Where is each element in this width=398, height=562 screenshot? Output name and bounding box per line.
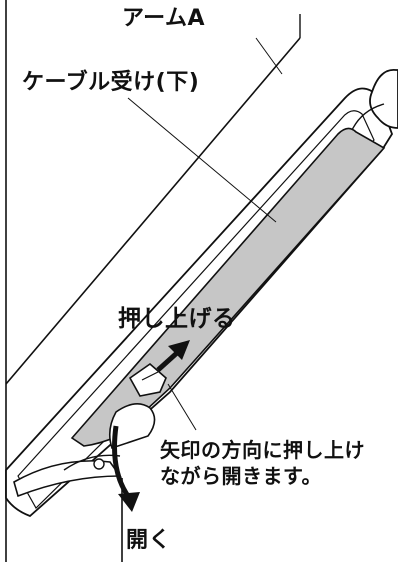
leader-cable-holder [127, 97, 277, 223]
label-open: 開く [126, 528, 172, 553]
push-up-arrow [156, 340, 190, 372]
label-cable-holder-lower: ケーブル受け(下) [22, 70, 200, 95]
label-push-up: 押し上げる [118, 306, 236, 332]
cable-holder-lower [70, 127, 386, 447]
leader-instruction [167, 383, 197, 431]
holder-slot-opening [108, 403, 156, 450]
arm-a-edge [5, 37, 301, 385]
label-arm-a: アームA [122, 6, 206, 31]
open-direction-arrow [112, 425, 140, 512]
pivot-hole [93, 458, 105, 470]
latch-tab-slot [141, 371, 159, 381]
knob-inner-curve [351, 103, 385, 131]
leader-arm-a [255, 37, 283, 75]
label-instruction-line1: 矢印の方向に押し上け [160, 438, 365, 462]
label-instruction-line2: ながら開きます。 [160, 464, 322, 488]
arm-end-knob [369, 69, 398, 129]
